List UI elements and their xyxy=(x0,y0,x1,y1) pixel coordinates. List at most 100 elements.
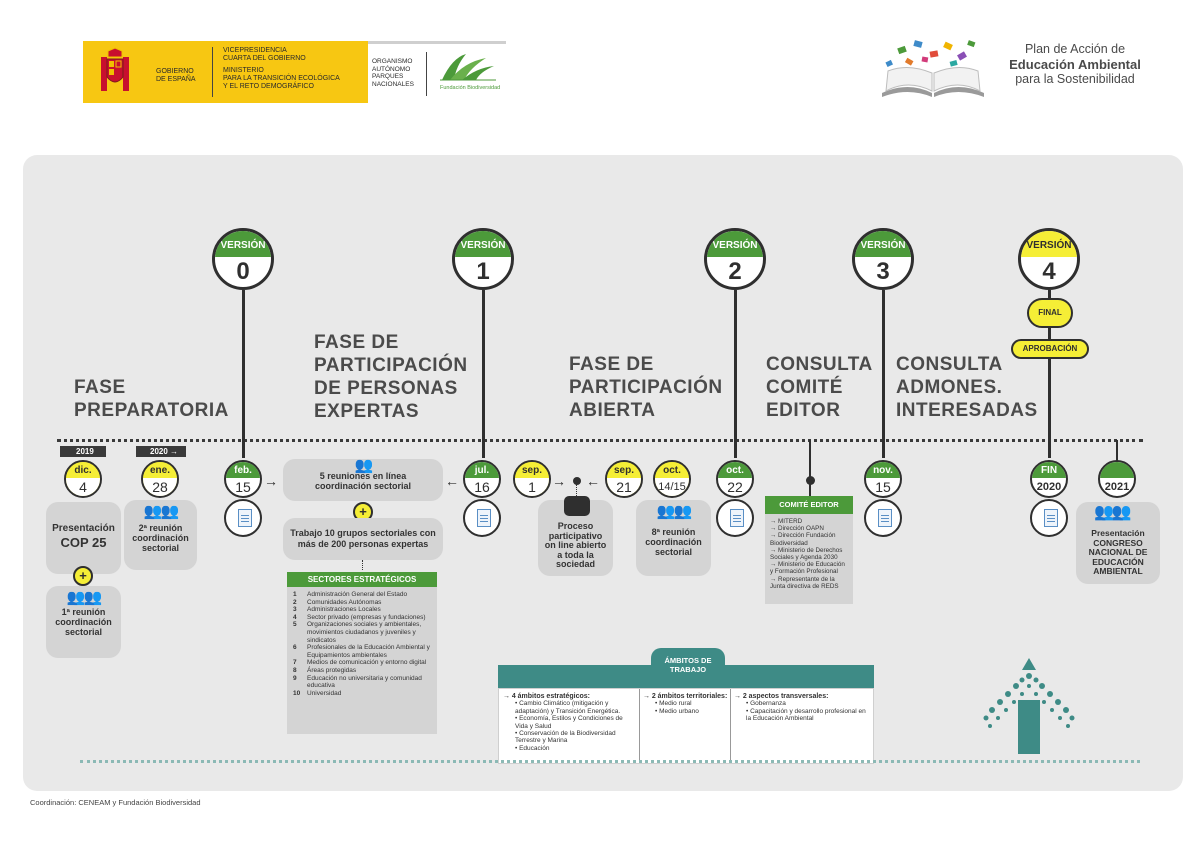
ambitos-title-line: TRABAJO xyxy=(669,665,707,674)
card-line: sociedad xyxy=(555,559,595,569)
sector-text: Administraciones Locales xyxy=(307,606,381,614)
card-line: coordinación xyxy=(645,537,702,547)
card-line: NACIONAL DE xyxy=(1088,547,1148,557)
phase-abierta: FASE DE PARTICIPACIÓN ABIERTA xyxy=(569,353,723,422)
version-2-marker: VERSIÓN 2 xyxy=(704,228,766,290)
ambitos-col-territoriales: → 2 ámbitos territoriales: • Medio rural… xyxy=(643,693,729,715)
date-oct-22: oct. 22 xyxy=(716,460,754,498)
date-day: 22 xyxy=(727,479,743,495)
org-text: ORGANISMO AUTÓNOMO PARQUES NACIONALES xyxy=(372,58,414,88)
sector-text: Educación no universitaria y comunidad e… xyxy=(307,674,422,690)
org-line: ORGANISMO xyxy=(372,58,413,65)
date-day: 4 xyxy=(66,478,100,496)
version-number: 3 xyxy=(876,258,890,285)
sector-number: 4 xyxy=(293,613,297,621)
date-sep-21: sep. 21 xyxy=(605,460,643,498)
ambito-item: • Capacitación y desarrollo profesional … xyxy=(746,708,872,723)
card-line: COP 25 xyxy=(60,535,107,550)
card-line: participativo xyxy=(548,530,603,541)
phase-preparatoria: FASE PREPARATORIA xyxy=(74,376,229,422)
col-head: 4 ámbitos estratégicos: xyxy=(511,693,591,700)
final-pill: FINAL xyxy=(1027,298,1073,328)
bullet-icon: • xyxy=(655,707,660,715)
version-label: VERSIÓN xyxy=(855,231,911,257)
date-day: 1 xyxy=(515,478,549,496)
plan-title: Plan de Acción de Educación Ambiental pa… xyxy=(1000,42,1150,87)
sector-item: 1 Administración General del Estado xyxy=(293,591,431,599)
ambito-item: • Economía, Estilos y Condiciones de Vid… xyxy=(515,715,637,730)
sector-number: 1 xyxy=(293,591,297,598)
ambito-item: • Gobernanza xyxy=(746,700,872,707)
date-day: 15 xyxy=(235,479,251,495)
card-line: Presentación xyxy=(52,523,115,534)
card-line: sectorial xyxy=(141,543,180,553)
sector-number: 5 xyxy=(293,621,297,629)
ambitos-title: ÁMBITOS DE TRABAJO xyxy=(651,648,725,688)
version-number: 0 xyxy=(236,258,250,285)
congreso-stem xyxy=(1116,440,1118,462)
version-label: VERSIÓN xyxy=(215,231,271,257)
ambito-text: Conservación de la Biodiversidad Terrest… xyxy=(515,730,616,745)
ministry-line: PARA LA TRANSICIÓN ECOLÓGICA xyxy=(223,75,340,82)
sector-text: Universidad xyxy=(307,689,342,697)
comite-stem xyxy=(809,440,811,478)
phase-line: PARTICIPACIÓN xyxy=(569,377,723,398)
arrow-right-icon: → xyxy=(643,693,650,700)
ministry-line: MINISTERIO xyxy=(223,67,264,74)
sector-number: 10 xyxy=(293,689,301,697)
date-month: FIN xyxy=(1032,462,1066,478)
phase-line: CONSULTA xyxy=(896,354,1003,375)
ambito-text: Cambio Climático (mitigación y adaptació… xyxy=(515,700,621,715)
open-book-icon xyxy=(882,40,984,97)
sector-number: 7 xyxy=(293,659,297,667)
phase-line: ADMONES. xyxy=(896,377,1003,398)
arrow-right-icon: → xyxy=(770,525,779,533)
comite-item: → Dirección OAPN xyxy=(770,525,848,532)
card-reunion-2: 👥👥 2ª reunión coordinación sectorial xyxy=(124,500,197,570)
version-number: 1 xyxy=(476,258,490,285)
date-month xyxy=(1100,462,1134,478)
date-ene-28: ene. 28 xyxy=(141,460,179,498)
meeting-people-icon: 👥 xyxy=(354,457,374,474)
arrow-right-icon: → xyxy=(503,693,510,700)
bullet-icon: • xyxy=(655,700,660,708)
gov-name: GOBIERNO DE ESPAÑA xyxy=(156,68,196,84)
gov-name-line-2: DE ESPAÑA xyxy=(156,76,196,83)
government-yellow-band xyxy=(83,41,368,103)
version-label: VERSIÓN xyxy=(707,231,763,257)
bullet-icon: • xyxy=(746,707,751,715)
arrow-right-icon: → xyxy=(552,473,566,489)
ambitos-box: → 4 ámbitos estratégicos: • Cambio Climá… xyxy=(498,688,874,764)
meeting-people-icon: 👥👥 xyxy=(656,503,692,520)
version-label: VERSIÓN xyxy=(455,231,511,257)
bottom-divider xyxy=(80,760,1140,763)
meeting-people-icon: 👥👥 xyxy=(143,503,179,520)
comite-item: → MITERD xyxy=(770,518,848,525)
card-line: Proceso xyxy=(557,521,594,531)
date-feb-15: feb. 15 xyxy=(224,460,262,498)
sector-text: Organizaciones sociales y ambientales, m… xyxy=(307,621,422,644)
card-cop25: Presentación COP 25 xyxy=(46,502,121,574)
date-day: 14/15 xyxy=(655,478,689,496)
version-4-stem xyxy=(1048,290,1051,458)
ambitos-title-line: ÁMBITOS DE xyxy=(664,656,712,665)
col-head: 2 aspectos transversales: xyxy=(742,693,829,700)
year-2020-label: 2020 xyxy=(150,447,168,456)
version-1-stem xyxy=(482,290,485,458)
coat-of-arms-icon xyxy=(101,47,129,91)
sector-text: Administración General del Estado xyxy=(307,591,408,598)
divider xyxy=(730,689,731,763)
sector-item: 5 Organizaciones sociales y ambientales, … xyxy=(293,621,431,644)
bullet-icon: • xyxy=(515,700,520,708)
card-line: 5 reuniones en línea xyxy=(319,471,407,481)
phase-line: PARTICIPACIÓN xyxy=(314,355,468,376)
ministry-line: VICEPRESIDENCIA xyxy=(223,47,287,54)
date-month: oct. xyxy=(718,462,752,478)
ministry-line: CUARTA DEL GOBIERNO xyxy=(223,55,306,62)
comite-title: COMITÉ EDITOR xyxy=(765,496,853,514)
card-line: Presentación xyxy=(1091,528,1145,538)
card-line: sectorial xyxy=(64,627,103,637)
